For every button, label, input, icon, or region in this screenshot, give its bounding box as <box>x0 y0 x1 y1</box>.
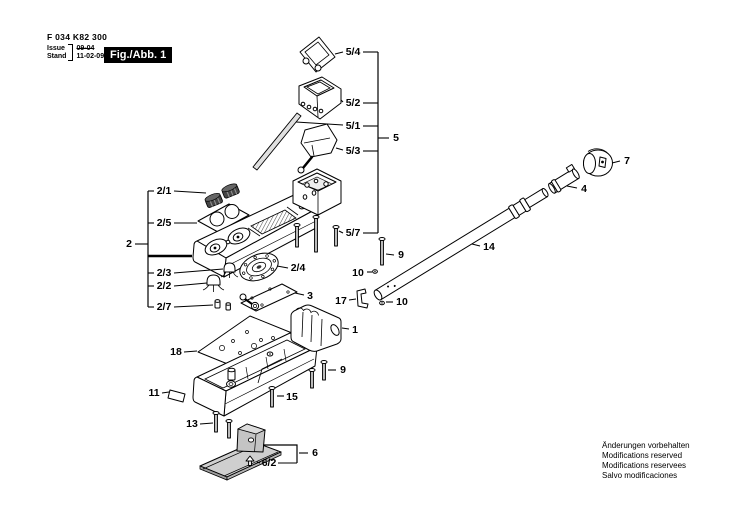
leader-line-2-2 <box>173 282 208 287</box>
part-label-2-2: 2/2 <box>157 280 172 292</box>
part-label-1: 1 <box>352 324 358 336</box>
screw-15 <box>268 386 276 408</box>
part-label-2: 2 <box>126 238 132 250</box>
note-line: Modifications reservees <box>602 461 687 470</box>
part-label-10-mid: 10 <box>396 296 408 308</box>
issue-date-new: 11-02-09 <box>76 52 105 60</box>
part-2-battery-compartment <box>292 168 342 216</box>
part-label-10-top: 10 <box>352 267 364 279</box>
revision-block: Issue Stand 09-04 11-02-09 <box>47 44 247 61</box>
part-label-5-1: 5/1 <box>346 120 361 132</box>
bracket-group-6 <box>263 444 298 463</box>
screws-13 <box>212 411 233 439</box>
issue-label: Issue <box>47 44 65 52</box>
leader-line-13 <box>199 422 214 425</box>
part-6-2-screw <box>245 455 255 466</box>
stand-label: Stand <box>47 52 67 60</box>
part-2-2-valve <box>202 274 225 292</box>
leader-line-5-3 <box>335 147 344 151</box>
part-5-1-rod <box>252 112 302 171</box>
leader-line-2-4 <box>276 265 289 269</box>
part-label-14: 14 <box>483 241 495 253</box>
leader-line-7 <box>611 160 621 164</box>
part-label-6-2: 6/2 <box>262 457 277 469</box>
pin-10-top <box>372 269 378 274</box>
part-label-9-top: 9 <box>398 249 404 261</box>
part-label-3: 3 <box>307 290 313 302</box>
part-2-5-gasket-plate <box>197 203 250 233</box>
part-label-15: 15 <box>286 391 298 403</box>
part-2-7-bushings <box>214 299 231 311</box>
part-label-17: 17 <box>335 295 347 307</box>
part-label-5-4: 5/4 <box>346 46 361 58</box>
leader-line-2-7 <box>173 304 214 308</box>
part-1-housing-bottom <box>192 304 342 417</box>
part-label-5: 5 <box>393 132 399 144</box>
figure-label: Fig./Abb. 1 <box>104 47 173 63</box>
leader-line-14 <box>471 243 481 247</box>
part-6-stand-foot <box>199 423 282 481</box>
leader-line-4 <box>566 185 578 189</box>
leader-line-2-1 <box>173 190 207 194</box>
screw-9-top <box>378 237 386 266</box>
part-2-4-speaker <box>239 252 279 282</box>
screws-5-7 <box>293 215 340 253</box>
leader-line-5-2 <box>340 99 344 103</box>
part-label-2-4: 2/4 <box>291 262 306 274</box>
part-11-label-strip <box>167 389 186 403</box>
part-label-6: 6 <box>312 447 318 459</box>
part-5-4-mounting-plate <box>299 36 336 73</box>
leader-line-5-7 <box>338 230 344 234</box>
part-2-1-knobs <box>204 183 240 208</box>
leader-line-17 <box>348 298 357 301</box>
part-7-end-cap <box>583 148 613 177</box>
part-label-5-2: 5/2 <box>346 97 361 109</box>
part-number: F 034 K82 300 <box>47 32 108 42</box>
part-label-4: 4 <box>581 183 587 195</box>
title-block: F 034 K82 300 Issue Stand 09-04 11-02-09… <box>47 32 247 63</box>
pin-10-mid <box>379 300 385 306</box>
leader-line-9-top <box>385 253 395 256</box>
part-label-9-bottom: 9 <box>340 364 346 376</box>
part-label-2-1: 2/1 <box>157 185 172 197</box>
part-5-2-display-module <box>298 76 342 120</box>
part-label-18: 18 <box>170 346 182 358</box>
part-14-extension-tube <box>373 188 549 301</box>
note-line: Modifications reserved <box>602 451 683 460</box>
leader-line-18 <box>183 350 198 353</box>
note-line: Änderungen vorbehalten <box>602 441 690 450</box>
revision-brace <box>68 44 74 61</box>
part-3-bracket-plate <box>239 283 298 312</box>
part-label-2-3: 2/3 <box>157 267 172 279</box>
part-label-13: 13 <box>186 418 198 430</box>
footer-notes: Änderungen vorbehalten Modifications res… <box>602 441 690 481</box>
leader-line-5-1 <box>295 121 344 126</box>
part-label-5-7: 5/7 <box>346 227 361 239</box>
leader-line-1 <box>341 327 350 330</box>
part-label-11: 11 <box>148 387 159 399</box>
part-label-5-3: 5/3 <box>346 145 361 157</box>
leader-line-2-3 <box>173 268 224 274</box>
note-line: Salvo modificaciones <box>602 471 678 480</box>
leader-line-11 <box>161 391 170 394</box>
leader-line-6-2 <box>256 461 261 464</box>
part-label-2-7: 2/7 <box>157 301 172 313</box>
part-17-clamp <box>356 288 369 309</box>
part-label-2-5: 2/5 <box>157 217 172 229</box>
part-2-3-valve <box>220 262 239 278</box>
part-5-3-sensor-wedge <box>297 123 338 174</box>
leader-line-3 <box>294 292 305 296</box>
part-4-adapter-sleeve <box>548 163 580 194</box>
part-label-7: 7 <box>624 155 630 167</box>
leader-line-5-4 <box>334 51 344 55</box>
screws-9-bottom <box>308 360 328 389</box>
issue-date-old: 09-04 <box>76 44 95 52</box>
